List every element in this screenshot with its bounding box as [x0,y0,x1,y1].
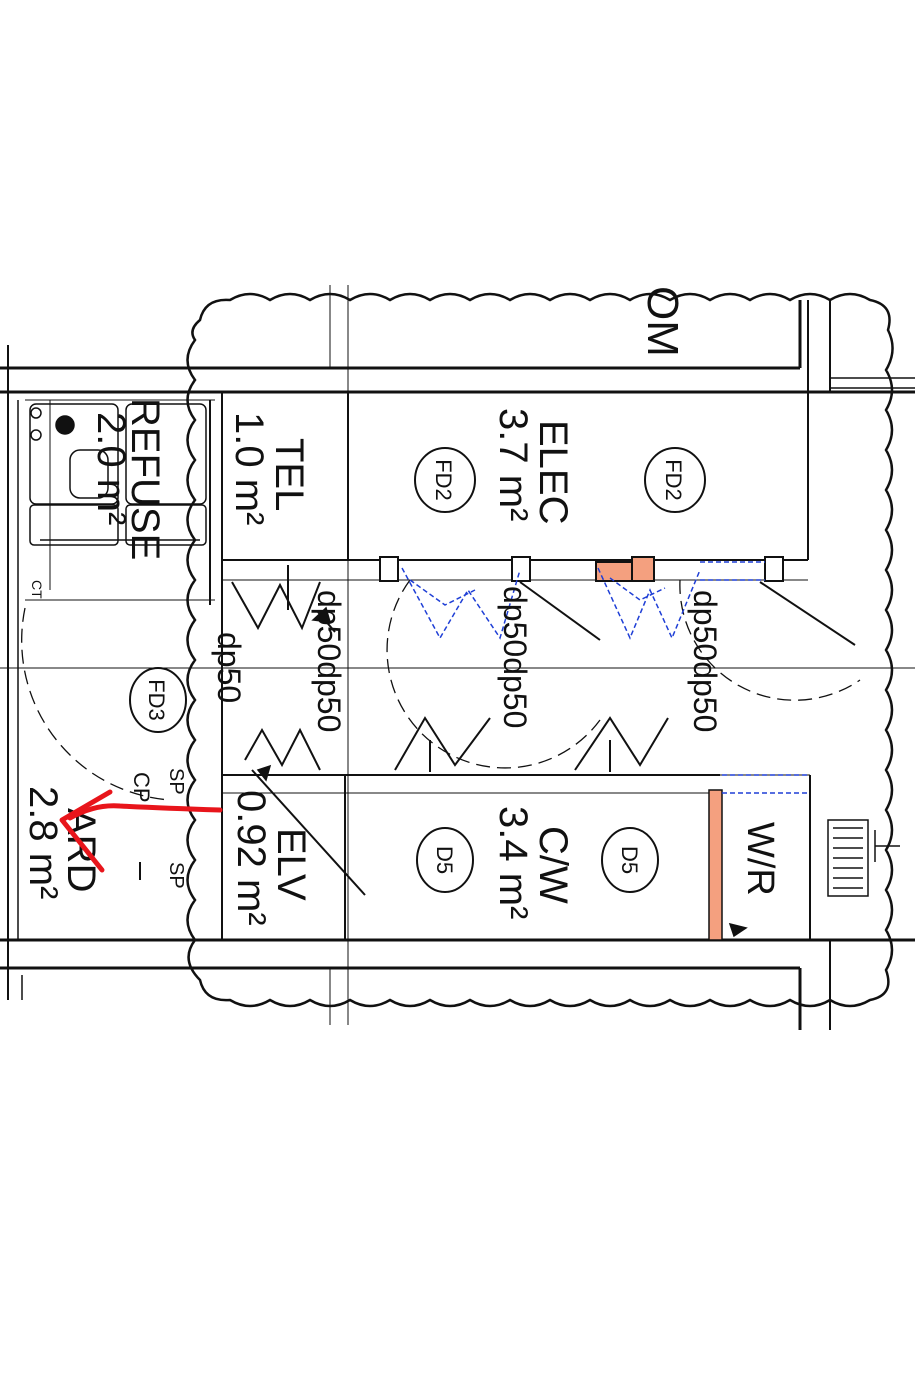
room-refuse-name: REFUSE [123,398,167,560]
room-refuse-area: 2.0 m² [89,412,133,525]
tag-d5-a: D5 [432,846,457,874]
bifold-doors [231,565,669,772]
room-wr-name: W/R [739,822,781,896]
duct-label-4: dp50dp50 [687,590,723,732]
walls [0,285,915,1030]
small-labels: CP SP SP CT [29,580,187,889]
partitions [25,300,811,940]
room-yard-area: 2.8 m² [21,786,65,899]
door-tags: FD2 FD2 FD3 D5 D5 [144,459,686,874]
revision-cloud [186,292,894,1008]
stair-symbol [827,819,900,897]
room-cw-area: 3.4 m² [491,806,535,919]
room-cw-name: C/W [531,826,575,904]
door-posts [379,556,784,582]
duct-labels: dp50dp50 dp50 dp50dp50 dp50dp50 [211,586,723,732]
room-top-name: OM [638,286,687,357]
label-cp: CP [129,772,154,803]
duct-label-3: dp50dp50 [497,586,533,728]
tag-fd3: FD3 [144,679,169,721]
duct-label-1: dp50dp50 [311,590,347,732]
room-elec-name: ELEC [531,420,575,525]
room-elv-name: ELV [269,828,313,901]
door-swings [21,579,861,801]
markup-arrow [59,789,223,873]
tag-fd2-b: FD2 [661,459,686,501]
label-ct: CT [29,580,45,599]
hidden-doors [401,561,810,794]
refuse-bins [29,403,207,546]
highlight-strip [708,789,723,941]
room-elv-area: 0.92 m² [229,790,273,926]
room-elec-area: 3.7 m² [491,408,535,521]
room-tel-name: TEL [267,438,311,511]
label-sp-a: SP [165,768,187,795]
door-tag-shapes [129,447,706,893]
label-sp-b: SP [165,862,187,889]
tag-d5-b: D5 [617,846,642,874]
arrow-marks [256,606,748,938]
duct-label-2: dp50 [211,632,247,703]
room-labels: REFUSE 2.0 m² TEL 1.0 m² ELEC 3.7 m² ELV… [21,286,781,926]
room-tel-area: 1.0 m² [227,412,271,525]
tag-fd2-a: FD2 [431,459,456,501]
